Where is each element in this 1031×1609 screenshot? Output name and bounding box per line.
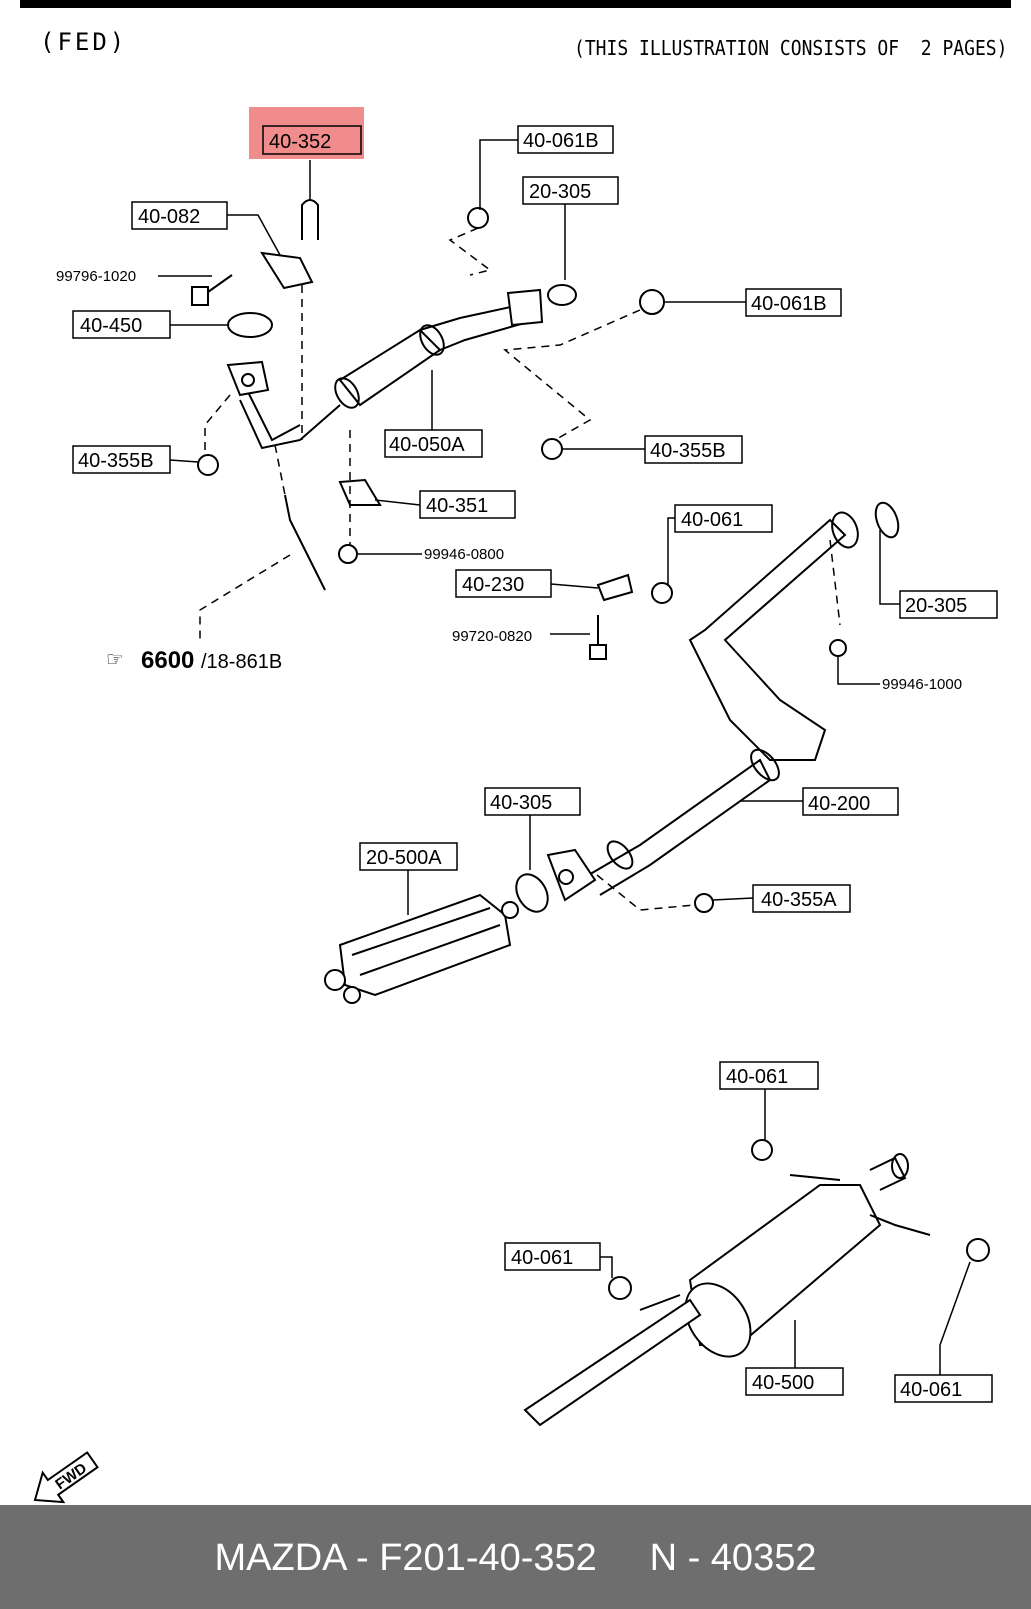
label-20-500a: 20-500A <box>366 847 442 869</box>
label-40-355a: 40-355A <box>761 889 837 911</box>
label-40-355b-left: 40-355B <box>78 450 154 472</box>
label-40-355b-right: 40-355B <box>650 440 726 462</box>
ref-6600[interactable]: 6600 <box>141 647 194 674</box>
catalytic-converter <box>338 893 512 997</box>
label-99946-1000: 99946-1000 <box>882 676 962 693</box>
label-40-082: 40-082 <box>138 206 200 228</box>
pointing-hand-icon: ☞ <box>106 647 124 671</box>
front-pipe <box>239 399 341 450</box>
upper-flange <box>506 288 544 327</box>
label-99946-0800: 99946-0800 <box>424 546 504 563</box>
gasket <box>515 873 549 913</box>
label-40-351: 40-351 <box>426 495 488 517</box>
label-40-061-upper: 40-061 <box>726 1066 788 1088</box>
hanger-rubber <box>467 207 489 229</box>
footer-bar: MAZDA - F201-40-352 N - 40352 <box>0 1505 1031 1609</box>
mid-pipe <box>688 518 847 761</box>
label-20-305-top: 20-305 <box>529 181 591 203</box>
label-40-352: 40-352 <box>269 131 331 153</box>
label-99796-1020: 99796-1020 <box>56 268 136 285</box>
label-20-305-right: 20-305 <box>905 595 967 617</box>
label-99720-0820: 99720-0820 <box>452 628 532 645</box>
label-40-050a: 40-050A <box>389 434 465 456</box>
label-40-305: 40-305 <box>490 792 552 814</box>
fwd-arrow: FWD <box>33 1451 99 1504</box>
top-border <box>20 0 1011 8</box>
ref-18-861b[interactable]: /18-861B <box>201 651 282 673</box>
label-40-500: 40-500 <box>752 1372 814 1394</box>
label-40-450: 40-450 <box>80 315 142 337</box>
exhaust-diagram: 40-352 40-061B 20-305 40-082 99796-1020 … <box>33 107 998 1504</box>
label-40-061b-right: 40-061B <box>751 293 827 315</box>
label-40-061-bottom: 40-061 <box>900 1379 962 1401</box>
label-40-230: 40-230 <box>462 574 524 596</box>
label-40-061-left: 40-061 <box>511 1247 573 1269</box>
footer-part-number: MAZDA - F201-40-352 N - 40352 <box>214 1537 817 1579</box>
illustration-note: (THIS ILLUSTRATION CONSISTS OF 2 PAGES) <box>574 36 1008 60</box>
variant-label: (FED) <box>40 28 128 56</box>
pre-muffler <box>338 328 442 407</box>
highlight-box <box>249 107 364 159</box>
u-bolt <box>301 199 319 240</box>
label-40-200: 40-200 <box>808 793 870 815</box>
label-40-061b-top: 40-061B <box>523 130 599 152</box>
label-40-061-mid: 40-061 <box>681 509 743 531</box>
